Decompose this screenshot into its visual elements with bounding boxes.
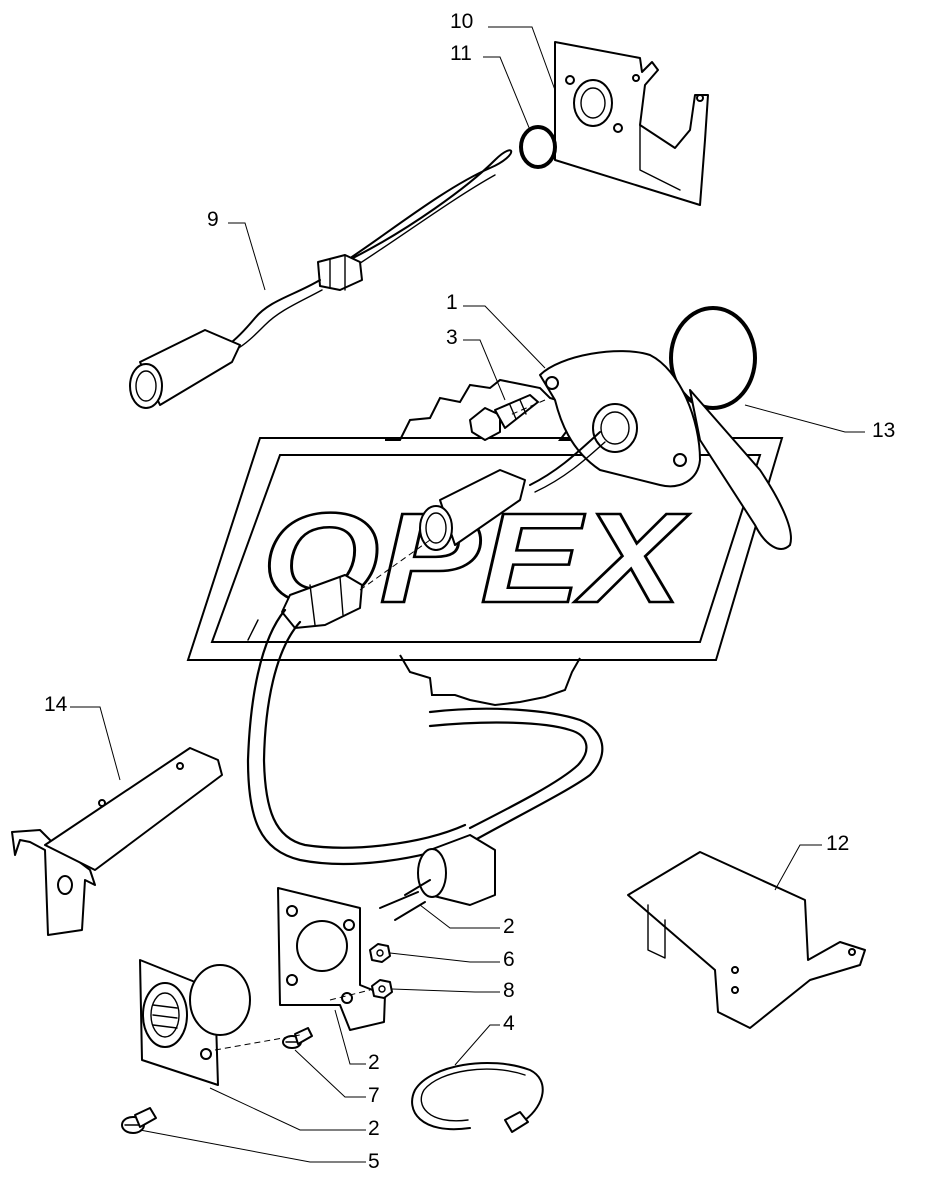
part-1-sensor-housing xyxy=(419,350,792,551)
alignment-lines xyxy=(214,399,546,1051)
part-6-nut xyxy=(369,943,391,963)
part-13-large-o-ring xyxy=(669,306,757,410)
callout-7: 7 xyxy=(368,1084,380,1107)
callout-11: 11 xyxy=(450,42,472,65)
part-2-square-flange xyxy=(277,887,386,1031)
main-cable-assembly xyxy=(246,574,604,866)
callout-8: 8 xyxy=(503,979,515,1002)
part-12-bracket xyxy=(627,851,866,1029)
callout-2-socket: 2 xyxy=(368,1117,380,1140)
callout-12: 12 xyxy=(826,832,849,855)
callout-2-flange: 2 xyxy=(368,1051,380,1074)
part-2-plug-connector xyxy=(379,834,496,921)
callout-13: 13 xyxy=(872,419,895,442)
callout-1: 1 xyxy=(446,291,458,314)
callout-labels: 10 11 9 1 3 13 14 12 2 6 8 4 2 7 2 5 xyxy=(44,10,895,1173)
callout-14: 14 xyxy=(44,693,68,716)
part-5-screw xyxy=(121,1107,157,1134)
callout-9: 9 xyxy=(207,208,219,231)
part-11-small-o-ring xyxy=(519,125,557,169)
part-3-bolt xyxy=(469,394,539,441)
part-14-bracket xyxy=(11,747,223,936)
part-2-socket xyxy=(139,959,251,1086)
callout-5: 5 xyxy=(368,1150,380,1173)
part-4-hose-clamp xyxy=(411,1061,544,1133)
callout-6: 6 xyxy=(503,948,515,971)
callout-4: 4 xyxy=(503,1012,515,1035)
callout-10: 10 xyxy=(450,10,473,33)
leader-lines xyxy=(70,26,865,1163)
part-9-wiring-harness xyxy=(129,149,513,409)
part-8-nut xyxy=(371,979,393,999)
watermark-gear-bottom xyxy=(399,654,581,707)
callout-3: 3 xyxy=(446,326,458,349)
part-7-screw xyxy=(282,1027,313,1049)
callout-2-plug: 2 xyxy=(503,915,515,938)
part-10-mounting-plate xyxy=(554,41,709,206)
